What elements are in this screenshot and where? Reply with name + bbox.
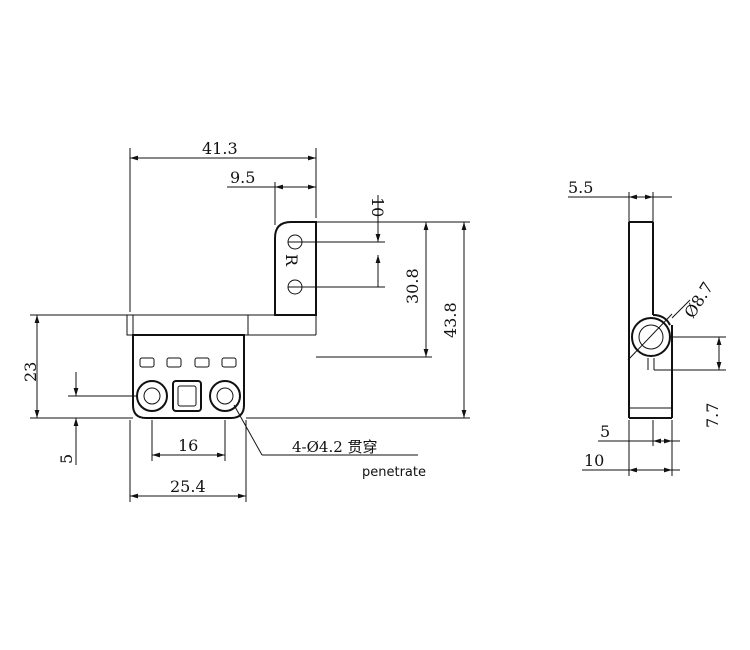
slot bbox=[221, 357, 237, 368]
slot bbox=[139, 357, 155, 368]
base-hole-right bbox=[209, 380, 241, 412]
dim-pin-height: 7.7 bbox=[703, 403, 722, 428]
dim-body-height: 23 bbox=[21, 362, 40, 382]
dim-tab-height: 30.8 bbox=[403, 268, 422, 304]
upper-tab: R bbox=[274, 221, 317, 316]
base-hole-left bbox=[136, 380, 168, 412]
dim-overall-width: 41.3 bbox=[202, 139, 238, 158]
dim-hole-offset: 5 bbox=[57, 454, 76, 464]
slot bbox=[166, 357, 182, 368]
center-square bbox=[172, 380, 202, 412]
hole-callout: 4-Ø4.2 贯穿 bbox=[292, 438, 378, 456]
pin-section bbox=[627, 313, 673, 370]
dim-tab-thickness: 5.5 bbox=[568, 178, 593, 197]
hole-callout-translation: penetrate bbox=[362, 465, 426, 480]
tab-marking: R bbox=[282, 254, 301, 267]
dim-tab-hole-spacing: 10 bbox=[368, 197, 387, 217]
dim-base-offset: 5 bbox=[600, 422, 610, 441]
dim-tab-offset: 9.5 bbox=[230, 168, 255, 187]
slot bbox=[194, 357, 210, 368]
base-body bbox=[132, 334, 245, 419]
side-view: 5.5 Ø8.7 7.7 5 10 bbox=[568, 178, 726, 476]
pin-barrel bbox=[126, 314, 317, 336]
dim-base-width: 25.4 bbox=[170, 477, 206, 496]
dim-base-thickness: 10 bbox=[584, 451, 604, 470]
dim-pin-diameter: Ø8.7 bbox=[680, 279, 717, 322]
dim-overall-height: 43.8 bbox=[441, 302, 460, 338]
front-view: R bbox=[21, 139, 470, 502]
dim-base-hole-spacing: 16 bbox=[178, 436, 198, 455]
